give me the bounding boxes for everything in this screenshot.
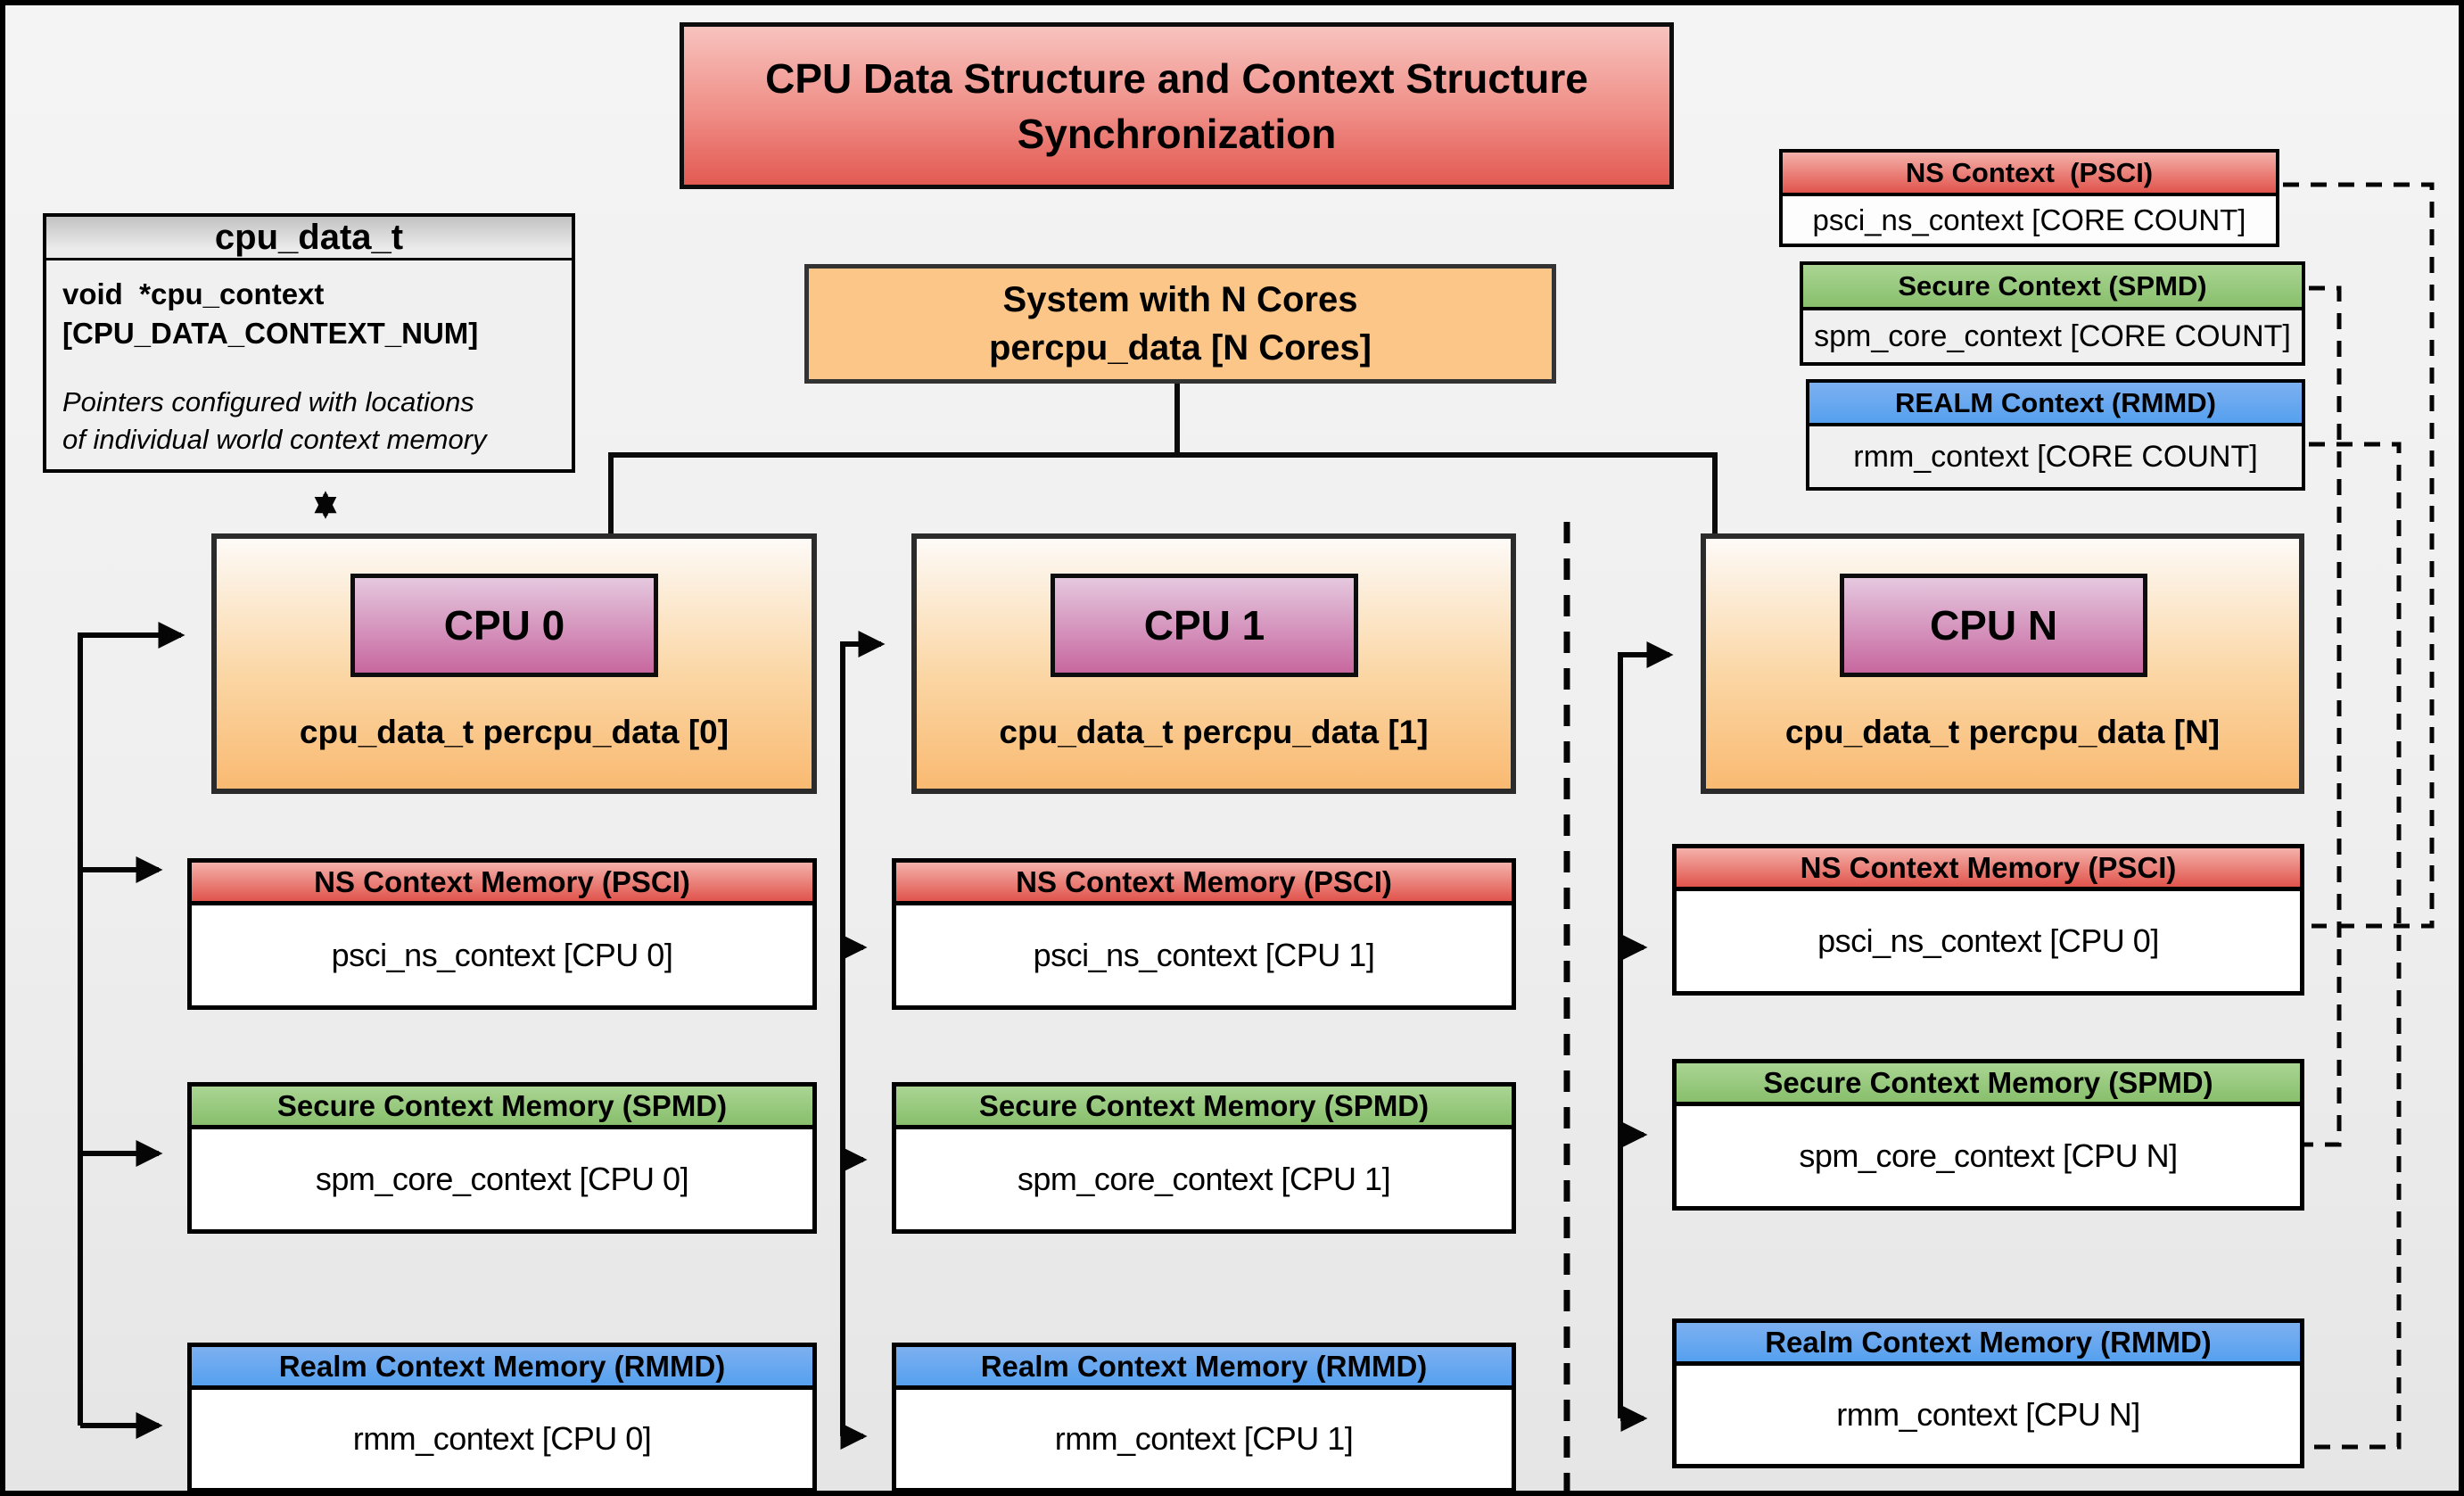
cpun-ns-header: NS Context Memory (PSCI) [1677, 848, 2300, 891]
struct-header: cpu_data_t [46, 217, 572, 260]
diagram-title: CPU Data Structure and Context Structure… [680, 22, 1674, 189]
cpu1-box: CPU 1 cpu_data_t percpu_data [1] [911, 533, 1516, 794]
system-line-2: percpu_data [N Cores] [989, 328, 1372, 368]
cpu1-ns-header: NS Context Memory (PSCI) [896, 863, 1512, 905]
cpu1-secure-context-box: Secure Context Memory (SPMD) spm_core_co… [892, 1082, 1516, 1234]
cpun-secure-context-box: Secure Context Memory (SPMD) spm_core_co… [1672, 1059, 2304, 1211]
legend-ns-context: NS Context (PSCI) psci_ns_context [CORE … [1779, 149, 2279, 247]
cpu1-label-box: CPU 1 [1051, 574, 1358, 677]
cpu0-percpu-data-label: cpu_data_t percpu_data [0] [299, 714, 729, 750]
struct-body: void *cpu_context [CPU_DATA_CONTEXT_NUM]… [46, 260, 572, 459]
cpu0-realm-header: Realm Context Memory (RMMD) [192, 1347, 812, 1390]
title-line-1: CPU Data Structure and Context Structure [765, 54, 1588, 102]
struct-note: Pointers configured with locations of in… [62, 386, 487, 455]
cpu0-secure-body: spm_core_context [CPU 0] [192, 1129, 812, 1229]
cpu1-ns-body: psci_ns_context [CPU 1] [896, 905, 1512, 1005]
cpu1-secure-header: Secure Context Memory (SPMD) [896, 1087, 1512, 1129]
struct-field-line-2: [CPU_DATA_CONTEXT_NUM] [62, 317, 479, 350]
legend-routing-dashed-lines [2283, 182, 2435, 1450]
cpu1-secure-body: spm_core_context [CPU 1] [896, 1129, 1512, 1229]
legend-secure-context: Secure Context (SPMD) spm_core_context [… [1800, 261, 2305, 366]
legend-ns-body: psci_ns_context [CORE COUNT] [1783, 196, 2276, 244]
cpun-realm-context-box: Realm Context Memory (RMMD) rmm_context … [1672, 1318, 2304, 1468]
cpun-ns-body: psci_ns_context [CPU 0] [1677, 891, 2300, 991]
cpun-realm-header: Realm Context Memory (RMMD) [1677, 1323, 2300, 1366]
cpu1-percpu-data-label: cpu_data_t percpu_data [1] [999, 714, 1429, 750]
cpun-pointer-spine [1618, 641, 1674, 1432]
cpu1-realm-header: Realm Context Memory (RMMD) [896, 1347, 1512, 1390]
cpu0-label-box: CPU 0 [350, 574, 658, 677]
cpun-secure-body: spm_core_context [CPU N] [1677, 1106, 2300, 1206]
cpu-data-t-struct-box: cpu_data_t void *cpu_context [CPU_DATA_C… [43, 213, 575, 473]
legend-secure-header: Secure Context (SPMD) [1803, 265, 2302, 310]
cpu1-pointer-spine [840, 631, 886, 1450]
cpu0-realm-context-box: Realm Context Memory (RMMD) rmm_context … [187, 1343, 817, 1492]
realm-legend-dashed-route [2304, 442, 2402, 1450]
cpu0-pointer-spine [78, 622, 185, 1439]
system-line-1: System with N Cores [1002, 280, 1358, 319]
legend-realm-body: rmm_context [CORE COUNT] [1809, 426, 2302, 487]
cpun-percpu-data-label: cpu_data_t percpu_data [N] [1784, 714, 2221, 750]
cpun-ns-context-box: NS Context Memory (PSCI) psci_ns_context… [1672, 844, 2304, 996]
legend-ns-header: NS Context (PSCI) [1783, 153, 2276, 196]
cpu1-realm-context-box: Realm Context Memory (RMMD) rmm_context … [892, 1343, 1516, 1492]
cpun-realm-body: rmm_context [CPU N] [1677, 1366, 2300, 1464]
cpun-label-box: CPU N [1840, 574, 2147, 677]
secure-legend-dashed-route [2304, 285, 2342, 1147]
cpu0-box: CPU 0 cpu_data_t percpu_data [0] [211, 533, 817, 794]
system-box: System with N Cores percpu_data [N Cores… [804, 264, 1556, 384]
cpu0-ns-header: NS Context Memory (PSCI) [192, 863, 812, 905]
cpu0-secure-context-box: Secure Context Memory (SPMD) spm_core_co… [187, 1082, 817, 1234]
cpu1-ns-context-box: NS Context Memory (PSCI) psci_ns_context… [892, 858, 1516, 1010]
cpu0-secure-header: Secure Context Memory (SPMD) [192, 1087, 812, 1129]
cpu1-realm-body: rmm_context [CPU 1] [896, 1390, 1512, 1488]
cpun-box: CPU N cpu_data_t percpu_data [N] [1701, 533, 2304, 794]
legend-realm-context: REALM Context (RMMD) rmm_context [CORE C… [1806, 379, 2305, 491]
legend-secure-body: spm_core_context [CORE COUNT] [1803, 310, 2302, 362]
system-tree-connector [608, 384, 1718, 533]
legend-realm-header: REALM Context (RMMD) [1809, 383, 2302, 426]
ns-legend-dashed-route [2283, 182, 2435, 929]
cpu0-ns-body: psci_ns_context [CPU 0] [192, 905, 812, 1005]
cpun-secure-header: Secure Context Memory (SPMD) [1677, 1063, 2300, 1106]
cpu0-ns-context-box: NS Context Memory (PSCI) psci_ns_context… [187, 858, 817, 1010]
struct-field-line-1: void *cpu_context [62, 277, 325, 310]
cpu0-realm-body: rmm_context [CPU 0] [192, 1390, 812, 1488]
title-line-2: Synchronization [1017, 110, 1337, 157]
